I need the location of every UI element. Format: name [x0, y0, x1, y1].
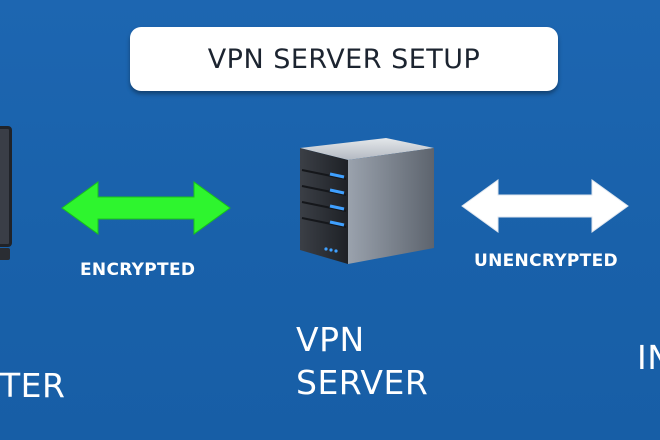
server-status-leds	[324, 247, 338, 253]
unencrypted-double-arrow-icon	[461, 179, 629, 233]
unencrypted-arrow-shape	[461, 179, 629, 233]
server-led-lights	[329, 172, 345, 227]
computer-body	[0, 126, 12, 247]
computer-label: TER	[0, 366, 66, 405]
computer-icon	[0, 126, 12, 266]
server-top-face	[300, 138, 434, 160]
vpn-server-label-line1: VPN	[296, 320, 365, 359]
title-banner: VPN SERVER SETUP	[130, 27, 558, 91]
computer-stand	[0, 248, 10, 260]
encrypted-label: ENCRYPTED	[80, 260, 196, 280]
server-icon	[300, 138, 434, 264]
encrypted-double-arrow-icon	[61, 181, 231, 235]
internet-label: IN	[637, 338, 660, 377]
unencrypted-label: UNENCRYPTED	[474, 251, 618, 271]
diagram-title: VPN SERVER SETUP	[207, 43, 481, 75]
server-drive-bays	[301, 169, 347, 228]
server-side-face	[348, 148, 434, 264]
encrypted-arrow-shape	[61, 181, 231, 235]
vpn-server-label-line2: SERVER	[296, 363, 429, 402]
